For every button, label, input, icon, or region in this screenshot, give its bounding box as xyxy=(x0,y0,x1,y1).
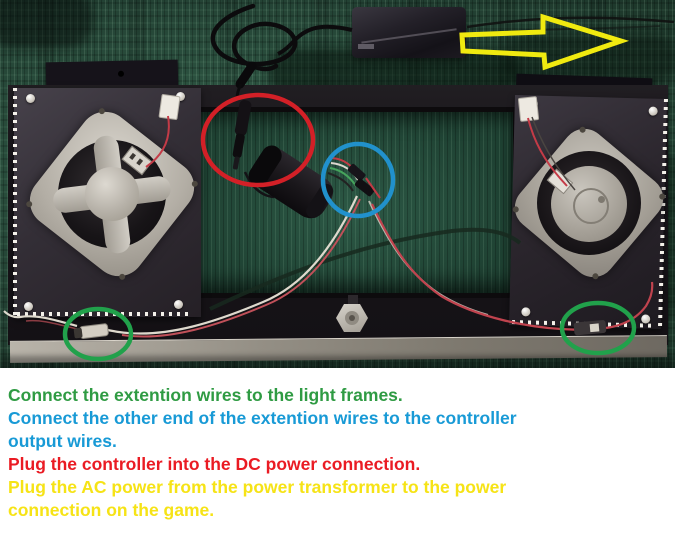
extension-wire-left-red xyxy=(25,319,78,330)
screw xyxy=(176,92,185,101)
adapter-label xyxy=(358,44,374,49)
cable-barrel xyxy=(235,61,257,89)
speaker-wire-right xyxy=(527,117,568,187)
bolt-center xyxy=(349,315,355,321)
left-speaker-dustcap xyxy=(85,167,139,221)
screw xyxy=(174,300,183,309)
instruction-line: Connect the extention wires to the light… xyxy=(8,385,403,405)
extension-wire-left-red xyxy=(121,198,361,338)
screw xyxy=(26,94,35,103)
assembly-photo xyxy=(0,0,675,368)
extension-wire-right-white xyxy=(368,200,489,316)
plug-lead xyxy=(243,171,275,199)
instruction-line: Connect the other end of the extention w… xyxy=(8,408,517,428)
extension-wire-right-red xyxy=(605,281,654,330)
instruction-line: Plug the AC power from the power transfo… xyxy=(8,477,507,497)
direction-arrow-icon xyxy=(459,13,630,71)
extension-wire-right-red xyxy=(371,203,583,332)
instruction-line: output wires. xyxy=(8,431,117,451)
instruction-line: Plug the controller into the DC power co… xyxy=(8,454,421,474)
power-transformer xyxy=(352,7,466,58)
light-frame-connector-right xyxy=(573,320,607,336)
coiled-cable xyxy=(210,3,298,72)
right-speaker-magnet-dot xyxy=(598,196,605,203)
output-wire-green xyxy=(329,167,357,187)
inline-connector xyxy=(347,163,366,181)
inline-connector xyxy=(354,178,375,197)
wiring-overlay xyxy=(3,3,675,362)
dc-power-plug xyxy=(232,100,252,170)
light-frame-connector-left xyxy=(73,323,109,339)
output-wire-red xyxy=(365,177,381,199)
speaker-wire-right-dark xyxy=(531,116,576,191)
light-frame-strip-left xyxy=(13,88,17,317)
green-circle-annotation-right xyxy=(559,300,637,356)
speaker-wire-left xyxy=(145,115,170,168)
instruction-text: Connect the extention wires to the light… xyxy=(8,384,668,522)
dc-cord xyxy=(277,24,353,56)
shadow-patch xyxy=(0,0,93,48)
shadow-wire xyxy=(209,227,522,311)
output-wire-black xyxy=(327,172,354,192)
green-circle-annotation-left xyxy=(62,306,134,362)
instruction-line: connection on the game. xyxy=(8,500,215,520)
right-speaker-magnet-ring xyxy=(573,188,609,224)
extension-wire-left-white xyxy=(96,195,358,335)
screw xyxy=(24,302,33,311)
ac-power-cable xyxy=(466,16,675,29)
light-frame-strip-bottom xyxy=(17,312,193,316)
red-circle-annotation xyxy=(200,92,316,188)
blue-circle-annotation xyxy=(320,141,396,219)
extension-wire-left-white xyxy=(3,310,78,328)
frame-drop-shadow xyxy=(0,356,675,368)
